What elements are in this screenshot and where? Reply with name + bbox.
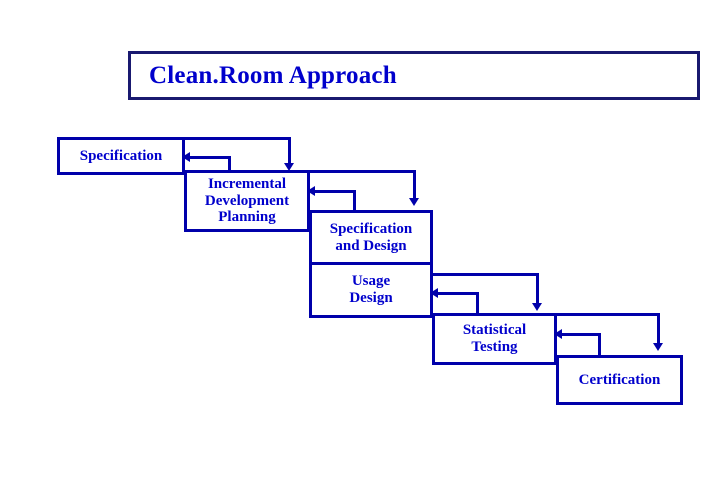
node-certification-label: Certification <box>578 371 661 388</box>
connector-4-forward-arrowhead <box>653 343 663 351</box>
node-usage-design-label: Usage Design <box>349 273 393 306</box>
connector-2-feedback-up <box>353 190 356 211</box>
connector-2-feedback-left <box>315 190 356 193</box>
connector-2-feedback-arrowhead <box>307 186 315 196</box>
connector-1-forward-arrowhead <box>284 163 294 171</box>
node-incremental-development-planning-label: Incremental Development Planning <box>204 175 290 226</box>
connector-1-forward-down <box>288 137 291 165</box>
connector-4-forward-top <box>556 313 660 316</box>
connector-2-forward-arrowhead <box>409 198 419 206</box>
node-specification-and-design[interactable]: Specification and Design <box>312 213 430 265</box>
connector-1-feedback-left <box>190 156 231 159</box>
connector-1-feedback-up <box>228 156 231 172</box>
node-statistical-testing[interactable]: Statistical Testing <box>432 313 557 365</box>
connector-2-forward-down <box>413 170 416 200</box>
connector-2-forward-top <box>309 170 416 173</box>
connector-1-feedback-arrowhead <box>182 152 190 162</box>
node-usage-design[interactable]: Usage Design <box>312 265 430 315</box>
node-specification-label: Specification <box>79 147 163 164</box>
node-statistical-testing-label: Statistical Testing <box>462 322 527 355</box>
node-design-group: Specification and Design Usage Design <box>309 210 433 318</box>
node-certification[interactable]: Certification <box>556 355 683 405</box>
connector-1-forward-top <box>184 137 291 140</box>
connector-4-feedback-left <box>562 333 601 336</box>
connector-3-forward-arrowhead <box>532 303 542 311</box>
connector-4-feedback-arrowhead <box>554 329 562 339</box>
title-banner: Clean.Room Approach <box>128 51 700 100</box>
connector-4-forward-down <box>657 313 660 345</box>
connector-3-forward-top <box>432 273 539 276</box>
connector-3-feedback-up <box>476 292 479 313</box>
page-title: Clean.Room Approach <box>149 61 397 89</box>
node-specification[interactable]: Specification <box>57 137 185 175</box>
connector-3-forward-down <box>536 273 539 305</box>
node-incremental-development-planning[interactable]: Incremental Development Planning <box>184 170 310 232</box>
connector-4-feedback-up <box>598 333 601 355</box>
connector-3-feedback-left <box>438 292 479 295</box>
connector-3-feedback-arrowhead <box>430 288 438 298</box>
node-specification-and-design-label: Specification and Design <box>329 220 413 254</box>
